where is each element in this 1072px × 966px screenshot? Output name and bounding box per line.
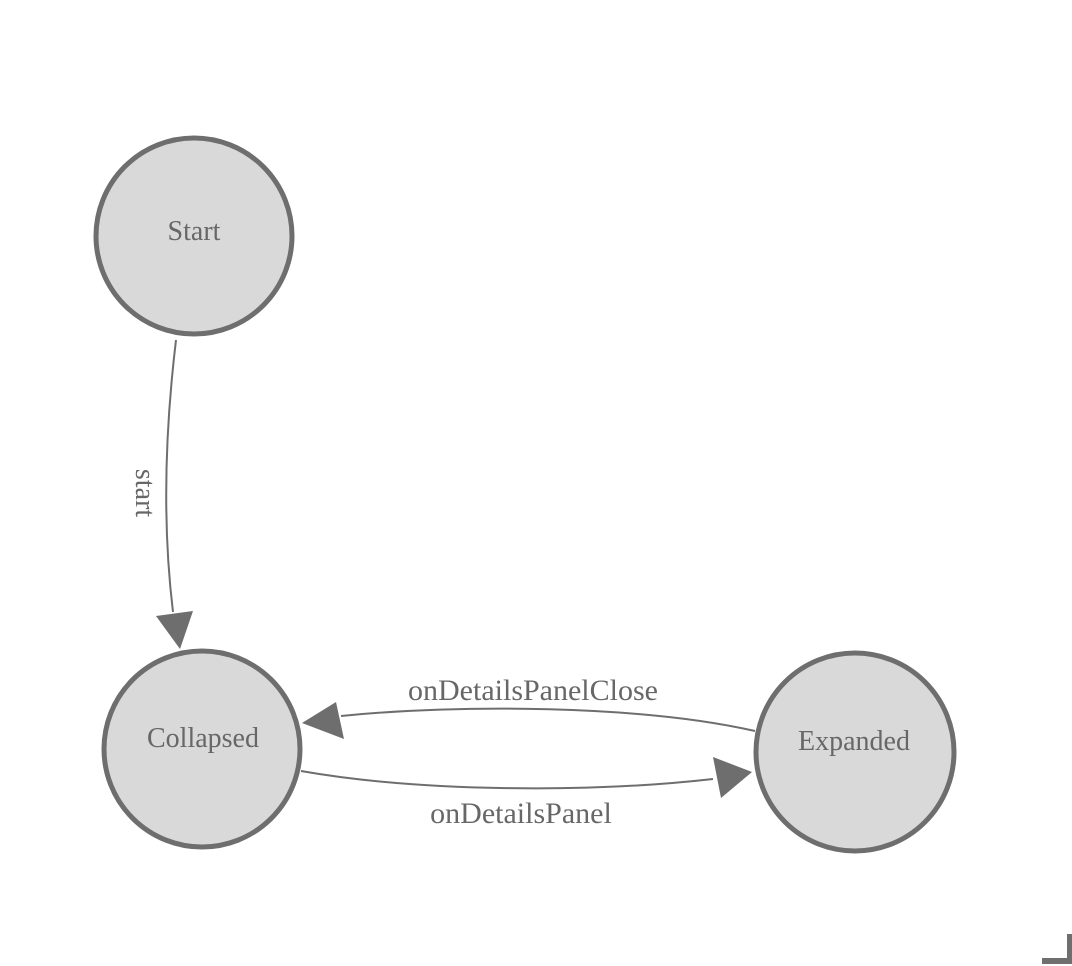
edge-ondetailspanelclose-arrowhead-icon xyxy=(302,702,344,739)
edge-ondetailspanel-arrowhead-icon xyxy=(713,757,752,798)
node-collapsed-circle xyxy=(101,648,303,850)
edge-ondetailspanelclose-path xyxy=(340,707,756,732)
edge-ondetailspanel-path xyxy=(300,770,714,790)
node-start-circle xyxy=(93,135,295,337)
scroll-corner-horizontal-bar xyxy=(1042,958,1072,964)
edge-ondetailspanel-label: onDetailsPanel xyxy=(430,797,612,830)
node-collapsed-label: Collapsed xyxy=(147,723,259,754)
node-start-label: Start xyxy=(168,216,221,247)
edge-ondetailspanelclose-label: onDetailsPanelClose xyxy=(408,674,658,707)
edge-start-arrowhead-icon xyxy=(156,611,193,649)
edge-start-label: start xyxy=(129,469,160,517)
node-expanded-label: Expanded xyxy=(798,726,910,757)
node-expanded-circle xyxy=(753,650,957,854)
scroll-corner-vertical-bar xyxy=(1067,934,1072,963)
edge-start-path xyxy=(165,339,177,613)
